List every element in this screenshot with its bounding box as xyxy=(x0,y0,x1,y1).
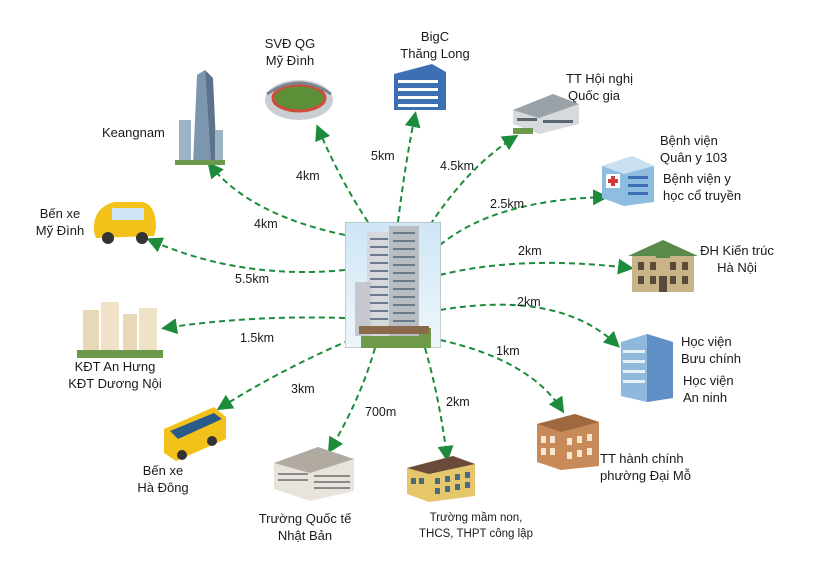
arrow-tthn xyxy=(429,134,519,226)
van-icon xyxy=(93,202,156,244)
skyscraper-icon xyxy=(175,70,225,165)
arrow-dhkt xyxy=(439,258,634,276)
distance-dhkt: 2km xyxy=(518,244,542,258)
distance-bv103: 2.5km xyxy=(490,197,525,211)
arrow-jp xyxy=(327,347,376,454)
distance-tthn: 4.5km xyxy=(440,159,475,173)
office-building-icon xyxy=(621,334,673,402)
arrow-svd xyxy=(315,124,369,223)
label-keangnam: Keangnam xyxy=(102,125,165,140)
arrow-bigc xyxy=(397,111,421,223)
university-icon xyxy=(628,240,698,292)
arrow-bxhd xyxy=(216,339,351,411)
arrow-hvbc xyxy=(439,303,620,348)
distance-hvbc: 2km xyxy=(517,295,541,309)
arrow-tthc xyxy=(439,339,565,414)
arrow-bxmd xyxy=(146,237,346,273)
distance-bxhd: 3km xyxy=(291,382,315,396)
label-school: Trường mầm non,THCS, THPT công lập xyxy=(419,512,533,540)
apartment-complex-icon xyxy=(77,302,163,358)
bus-icon xyxy=(164,407,226,461)
convention-center-icon xyxy=(513,94,579,134)
international-school-icon xyxy=(274,447,354,501)
government-building-icon xyxy=(537,414,599,470)
residential-tower-icon xyxy=(345,222,441,348)
distance-svd: 4km xyxy=(296,169,320,183)
distance-jp: 700m xyxy=(365,405,397,419)
distance-bigc: 5km xyxy=(371,149,395,163)
distance-kdt: 1.5km xyxy=(240,331,275,345)
arrow-kdt xyxy=(161,316,346,335)
arrow-keangnam xyxy=(207,161,346,236)
distance-bxmd: 5.5km xyxy=(235,272,270,286)
hospital-icon xyxy=(602,156,654,206)
stadium-icon xyxy=(265,80,333,120)
distance-school: 2km xyxy=(446,395,470,409)
shopping-mall-icon xyxy=(394,64,446,110)
school-icon xyxy=(407,456,475,502)
distance-tthc: 1km xyxy=(496,344,520,358)
distance-keangnam: 4km xyxy=(254,217,278,231)
arrow-school xyxy=(424,347,454,462)
